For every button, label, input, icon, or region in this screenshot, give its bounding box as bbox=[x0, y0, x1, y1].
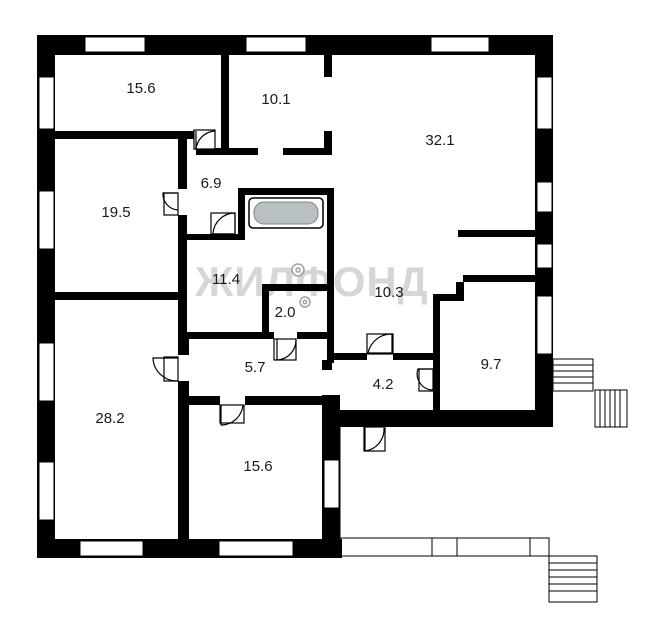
door-9-7 bbox=[416, 368, 434, 392]
door-15-6-bottom bbox=[219, 404, 245, 426]
door-hall-bath bbox=[210, 212, 236, 235]
room-right-area: 9.7 bbox=[481, 356, 502, 373]
doors bbox=[152, 129, 434, 452]
room-left-bottom-area: 28.2 bbox=[95, 410, 124, 427]
room-labels: 15.6 10.1 32.1 6.9 19.5 11.4 10.3 2.0 9.… bbox=[95, 80, 501, 475]
room-bottom-mid-area: 15.6 bbox=[243, 458, 272, 475]
room-corridor-area: 5.7 bbox=[245, 359, 266, 376]
room-wc-area: 2.0 bbox=[275, 304, 296, 321]
room-hall-area: 6.9 bbox=[201, 175, 222, 192]
stairs-bottom bbox=[548, 555, 598, 603]
door-entrance bbox=[363, 426, 386, 452]
sink-icon bbox=[291, 263, 305, 277]
watermark-text: ЖИЛФОНД bbox=[194, 258, 428, 305]
room-top-small-area: 10.1 bbox=[261, 91, 290, 108]
room-bath-area: 11.4 bbox=[212, 271, 240, 288]
room-vestibule-area: 4.2 bbox=[373, 376, 394, 393]
room-left-mid-area: 19.5 bbox=[101, 204, 130, 221]
windows bbox=[38, 36, 553, 557]
room-center-area: 10.3 bbox=[374, 284, 403, 301]
interior-walls bbox=[55, 55, 535, 558]
bathtub-icon bbox=[248, 197, 324, 229]
door-19-5 bbox=[162, 192, 179, 216]
stairs-right bbox=[552, 358, 628, 428]
room-top-left-area: 15.6 bbox=[126, 80, 155, 97]
room-large-area: 32.1 bbox=[425, 132, 454, 149]
door-wc bbox=[273, 338, 297, 361]
toilet-icon bbox=[299, 296, 311, 308]
door-10-3 bbox=[366, 333, 394, 355]
door-15-6-top bbox=[193, 129, 216, 151]
door-28-2 bbox=[152, 356, 179, 382]
